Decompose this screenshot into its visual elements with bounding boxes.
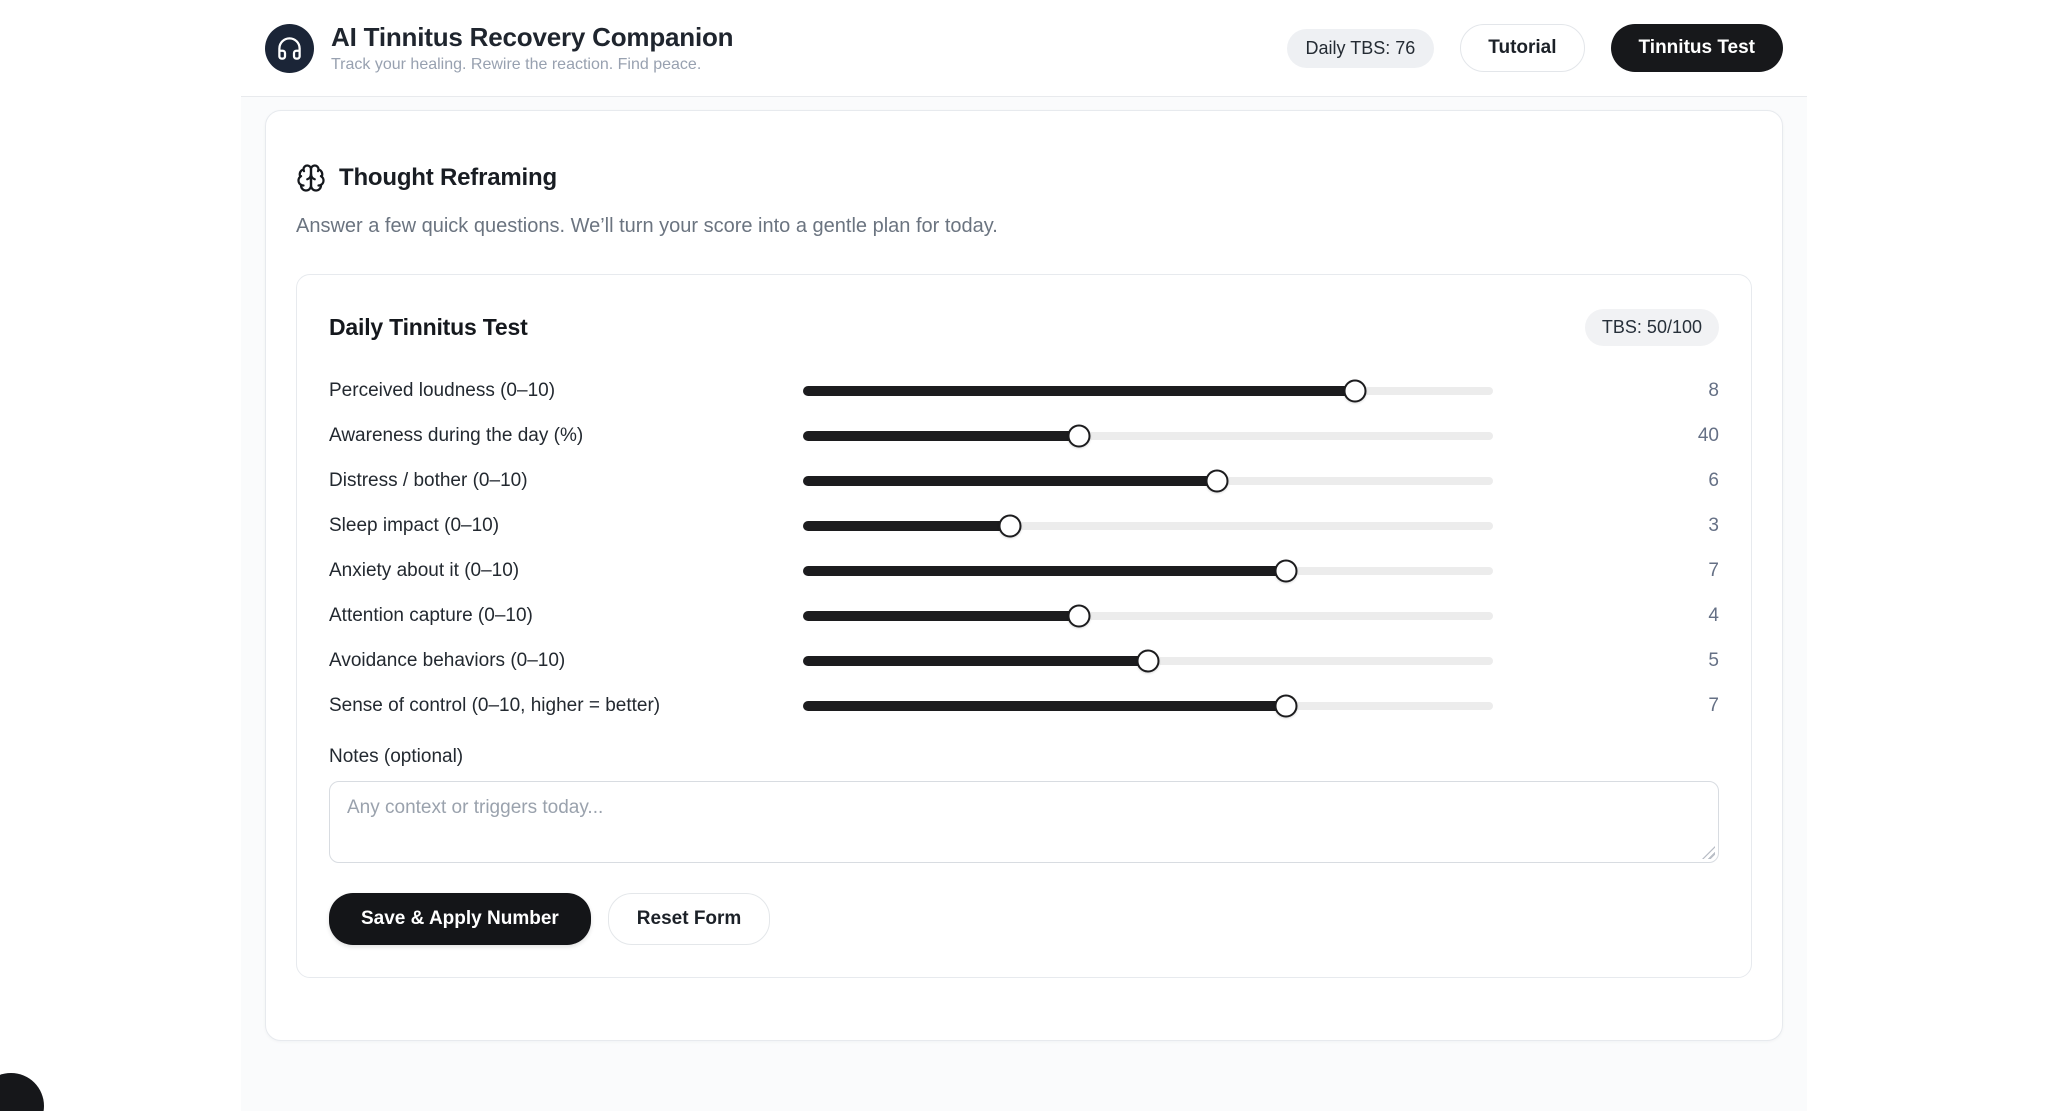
slider-thumb[interactable] <box>998 514 1022 537</box>
thought-reframing-card: Thought Reframing Answer a few quick que… <box>265 110 1783 1041</box>
slider-value: 5 <box>1708 649 1719 671</box>
section-title: Thought Reframing <box>339 164 557 191</box>
cursor-artifact <box>0 1073 44 1111</box>
brain-icon <box>296 163 326 193</box>
slider-value: 3 <box>1708 514 1719 536</box>
slider-track[interactable] <box>803 377 1493 405</box>
slider-thumb[interactable] <box>1136 649 1160 672</box>
slider-rail <box>803 431 1493 440</box>
save-apply-button[interactable]: Save & Apply Number <box>329 893 591 945</box>
slider-value: 8 <box>1708 379 1719 401</box>
slider-row: Sense of control (0–10, higher = better)… <box>329 683 1719 728</box>
daily-tinnitus-test-card: Daily Tinnitus Test TBS: 50/100 Perceive… <box>296 274 1752 978</box>
slider-label: Avoidance behaviors (0–10) <box>329 649 566 671</box>
slider-fill <box>803 430 1079 441</box>
tinnitus-test-button[interactable]: Tinnitus Test <box>1610 24 1783 72</box>
app-logo <box>265 23 314 73</box>
slider-track[interactable] <box>803 422 1493 450</box>
slider-row: Distress / bother (0–10) 6 <box>329 458 1719 503</box>
slider-track[interactable] <box>803 557 1493 585</box>
main-content: Thought Reframing Answer a few quick que… <box>241 97 1807 1041</box>
slider-value: 40 <box>1697 424 1719 446</box>
slider-label: Sleep impact (0–10) <box>329 514 500 536</box>
slider-label: Sense of control (0–10, higher = better) <box>329 694 661 716</box>
slider-track[interactable] <box>803 692 1493 720</box>
slider-fill <box>803 565 1286 576</box>
daily-tbs-badge: Daily TBS: 76 <box>1286 28 1435 68</box>
slider-fill <box>803 520 1010 531</box>
form-title-row: Daily Tinnitus Test TBS: 50/100 <box>329 309 1719 346</box>
slider-fill <box>803 385 1355 396</box>
slider-thumb[interactable] <box>1274 694 1298 717</box>
slider-row: Attention capture (0–10) 4 <box>329 593 1719 638</box>
slider-track[interactable] <box>803 467 1493 495</box>
slider-value: 7 <box>1708 694 1719 716</box>
slider-label: Awareness during the day (%) <box>329 424 584 446</box>
slider-label: Perceived loudness (0–10) <box>329 379 556 401</box>
slider-value: 6 <box>1708 469 1719 491</box>
form-title: Daily Tinnitus Test <box>329 314 528 340</box>
slider-label: Anxiety about it (0–10) <box>329 559 520 581</box>
slider-track[interactable] <box>803 602 1493 630</box>
slider-thumb[interactable] <box>1343 379 1367 402</box>
slider-fill <box>803 655 1148 666</box>
slider-rail <box>803 611 1493 620</box>
slider-rows: Perceived loudness (0–10) 8 Awareness du… <box>329 368 1719 728</box>
slider-value: 4 <box>1708 604 1719 626</box>
reset-form-button[interactable]: Reset Form <box>607 893 771 945</box>
slider-track[interactable] <box>803 647 1493 675</box>
headphones-icon <box>276 35 303 62</box>
slider-row: Avoidance behaviors (0–10) 5 <box>329 638 1719 683</box>
notes-label: Notes (optional) <box>329 746 464 767</box>
section-header: Thought Reframing <box>296 163 1752 193</box>
header-bar: AI Tinnitus Recovery Companion Track you… <box>241 0 1807 97</box>
header-actions: Daily TBS: 76 Tutorial Tinnitus Test <box>1286 24 1783 72</box>
slider-thumb[interactable] <box>1274 559 1298 582</box>
app-title: AI Tinnitus Recovery Companion <box>331 22 734 52</box>
slider-row: Sleep impact (0–10) 3 <box>329 503 1719 548</box>
slider-row: Awareness during the day (%) 40 <box>329 413 1719 458</box>
section-subtitle: Answer a few quick questions. We’ll turn… <box>296 215 998 237</box>
slider-label: Distress / bother (0–10) <box>329 469 528 491</box>
tutorial-button[interactable]: Tutorial <box>1460 24 1585 72</box>
slider-rail <box>803 521 1493 530</box>
slider-track[interactable] <box>803 512 1493 540</box>
slider-row: Anxiety about it (0–10) 7 <box>329 548 1719 593</box>
app-container: AI Tinnitus Recovery Companion Track you… <box>241 0 1807 1111</box>
slider-fill <box>803 700 1286 711</box>
tbs-score-badge: TBS: 50/100 <box>1584 309 1719 346</box>
slider-fill <box>803 610 1079 621</box>
app-subtitle: Track your healing. Rewire the reaction.… <box>331 56 702 73</box>
form-actions: Save & Apply Number Reset Form <box>329 893 1719 945</box>
notes-input[interactable] <box>329 781 1719 863</box>
slider-thumb[interactable] <box>1205 469 1229 492</box>
slider-thumb[interactable] <box>1067 424 1091 447</box>
notes-field-wrap <box>329 781 1719 863</box>
slider-fill <box>803 475 1217 486</box>
header-title-block: AI Tinnitus Recovery Companion Track you… <box>331 22 734 74</box>
slider-value: 7 <box>1708 559 1719 581</box>
slider-label: Attention capture (0–10) <box>329 604 533 626</box>
slider-row: Perceived loudness (0–10) 8 <box>329 368 1719 413</box>
slider-thumb[interactable] <box>1067 604 1091 627</box>
